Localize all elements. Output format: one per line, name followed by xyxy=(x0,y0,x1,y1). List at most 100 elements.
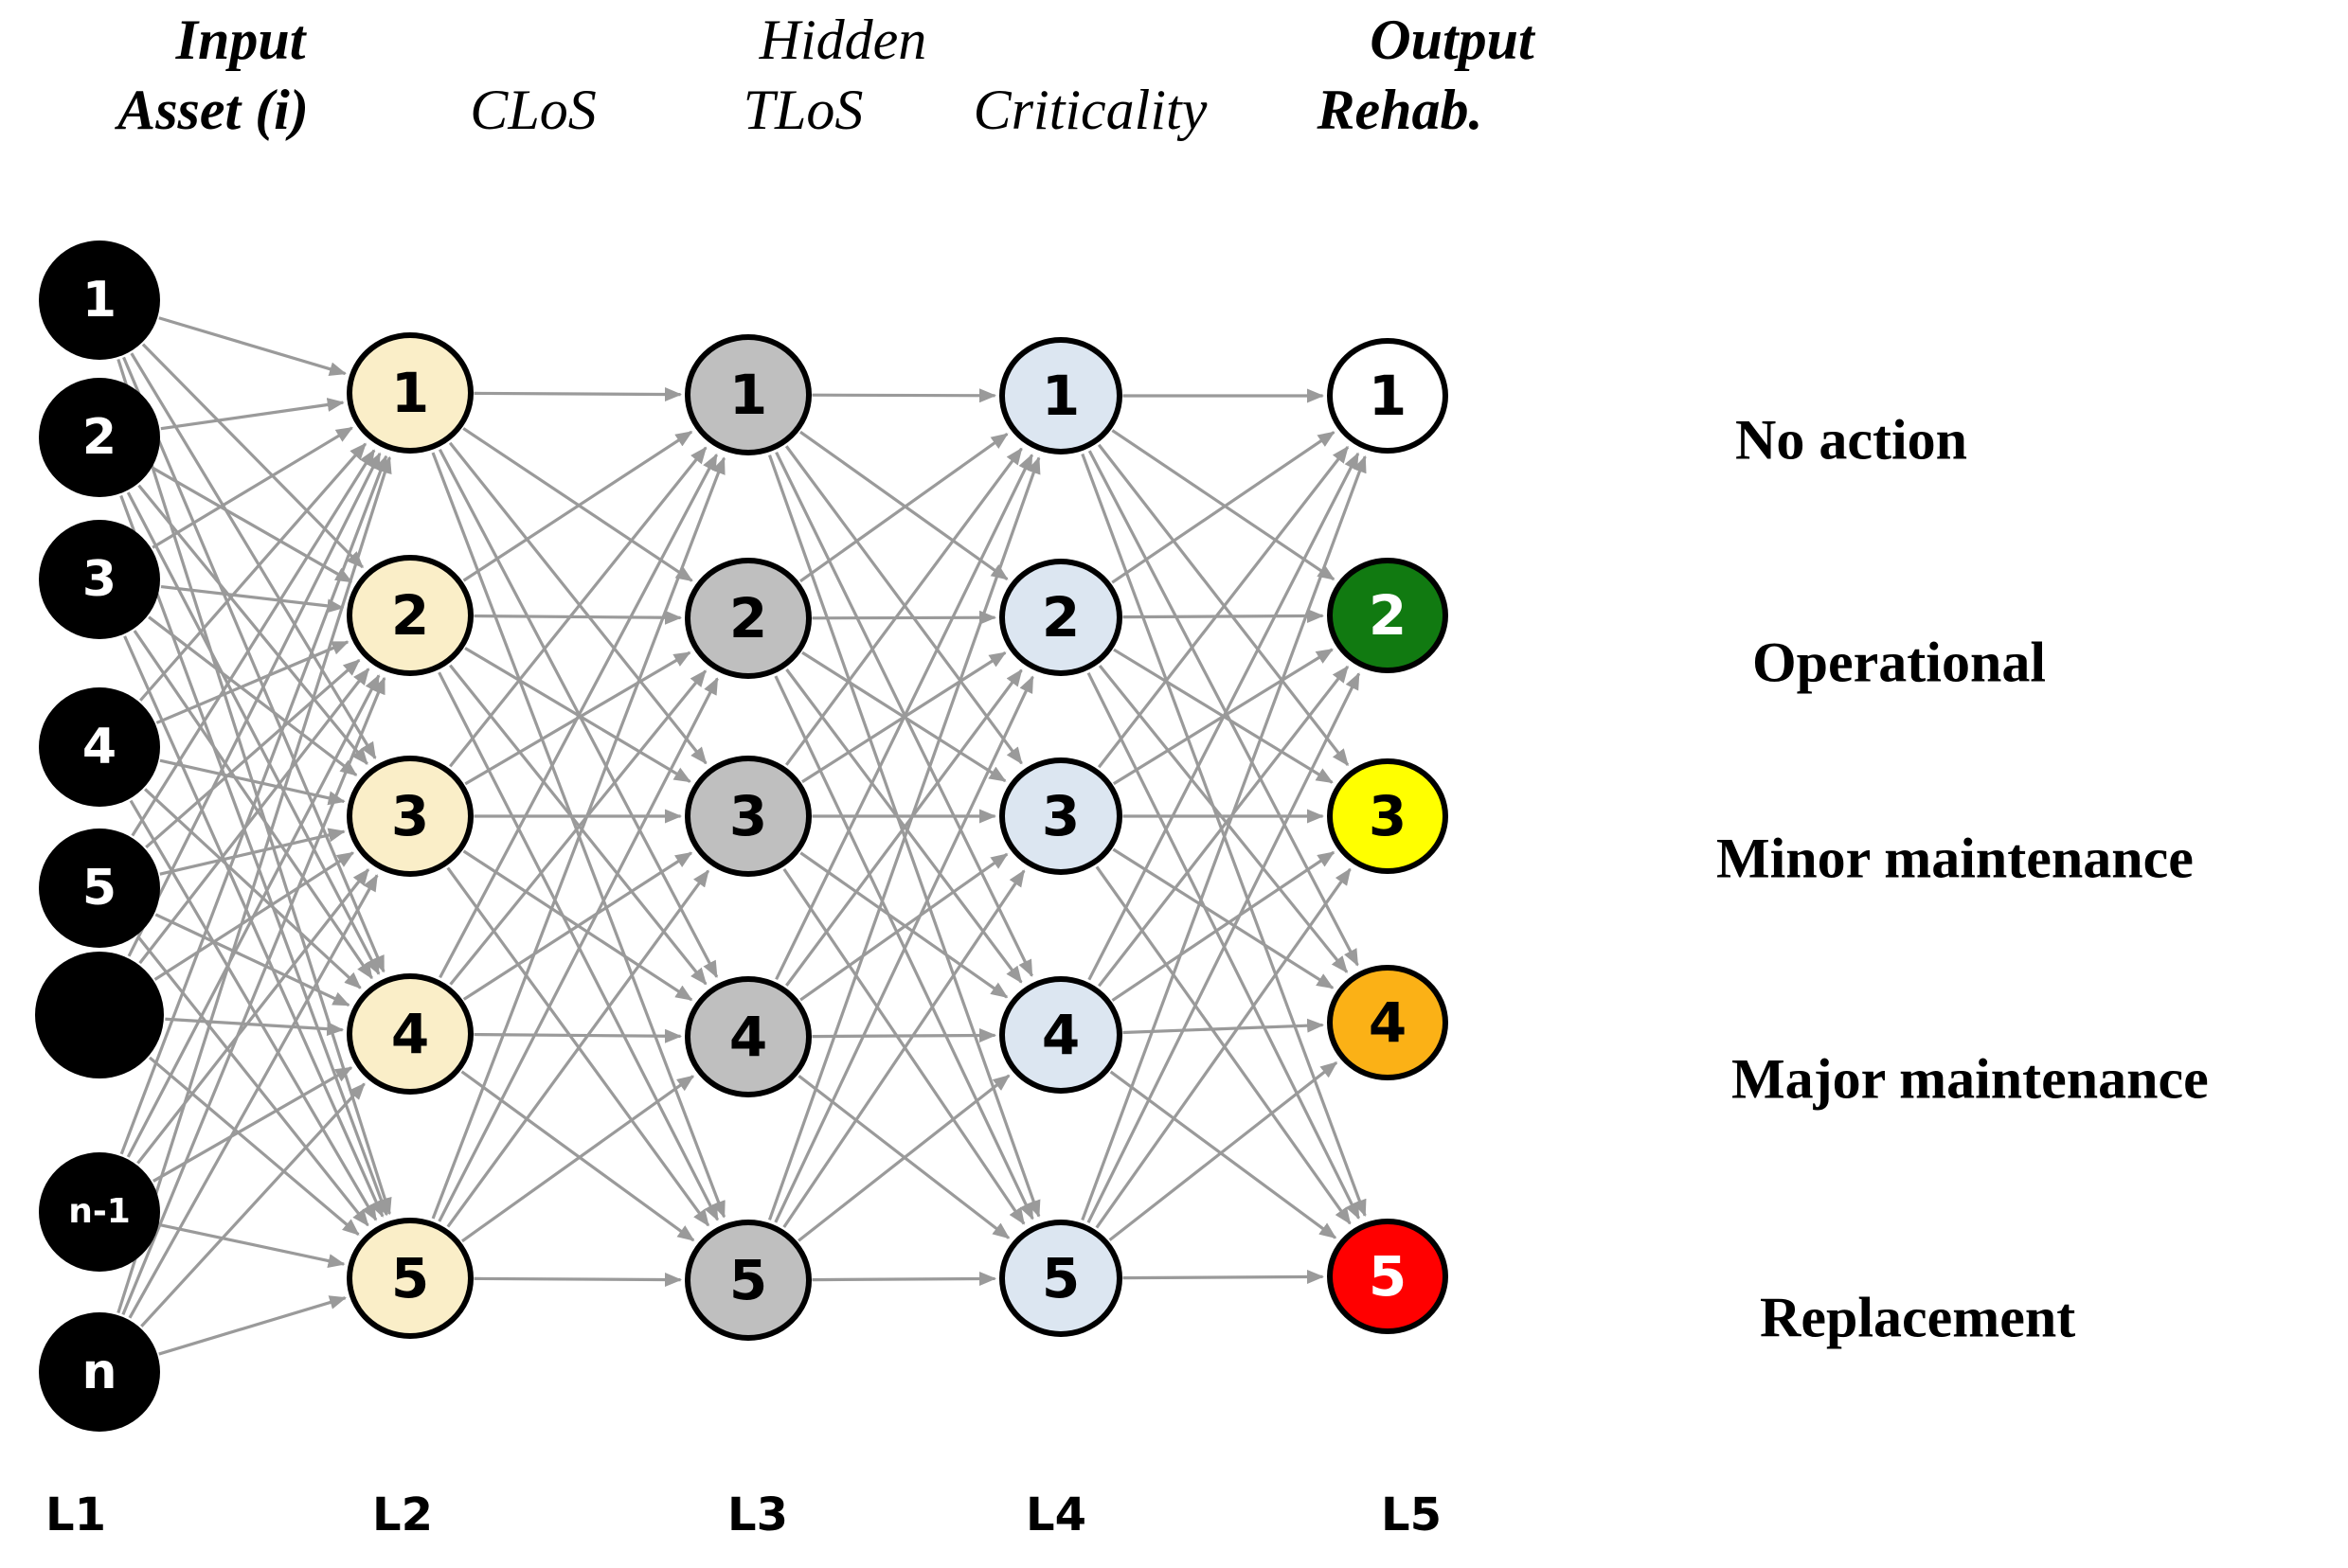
edge-L1-L2 xyxy=(148,615,358,776)
header-input: Input xyxy=(175,9,306,71)
output-action-label-4: Major maintenance xyxy=(1731,1047,2209,1111)
edge-L1-L2 xyxy=(158,316,347,376)
edge-L1-L2 xyxy=(136,868,370,1165)
layer-label-l3: L3 xyxy=(727,1488,788,1541)
edge-L1-L2 xyxy=(155,640,350,724)
node-l4-1: 1 xyxy=(999,337,1122,454)
edge-L4-L5 xyxy=(1122,608,1325,623)
layer-label-l4: L4 xyxy=(1026,1488,1086,1541)
node-l5-4: 4 xyxy=(1327,965,1448,1080)
node-l1-n-1: n-1 xyxy=(39,1152,160,1272)
edge-L2-L3 xyxy=(438,671,720,1221)
edge-L2-L3 xyxy=(431,456,726,1220)
edge-L1-L2 xyxy=(152,426,353,549)
edge-L3-L4 xyxy=(812,1272,997,1287)
node-l4-2: 2 xyxy=(999,559,1122,676)
edge-L1-L2 xyxy=(131,449,376,837)
edge-L3-L4 xyxy=(782,869,1026,1228)
layer-label-l1: L1 xyxy=(45,1488,106,1541)
edge-L3-L4 xyxy=(799,852,1009,1002)
edge-L2-L3 xyxy=(462,851,693,1001)
output-action-label-2: Operational xyxy=(1752,631,2046,694)
edge-L4-L5 xyxy=(1098,664,1349,973)
edge-L4-L5 xyxy=(1097,665,1350,988)
edge-L4-L5 xyxy=(1111,429,1335,581)
node-l3-3: 3 xyxy=(685,756,812,877)
edge-L2-L3 xyxy=(439,453,718,979)
edge-L1-L2 xyxy=(123,635,385,1219)
edge-L1-L2 xyxy=(138,442,367,702)
edge-L1-L2 xyxy=(119,454,388,1155)
edge-L3-L4 xyxy=(812,1028,997,1043)
layer-label-l5: L5 xyxy=(1381,1488,1442,1541)
header-tlos: TLoS xyxy=(743,79,864,141)
edge-L1-L2 xyxy=(165,1017,345,1037)
node-l2-3: 3 xyxy=(347,756,474,877)
node-l1-5: 5 xyxy=(39,829,160,948)
edge-L3-L4 xyxy=(774,675,1034,1223)
edge-L2-L3 xyxy=(448,446,708,768)
output-action-label-5: Replacement xyxy=(1760,1286,2076,1349)
node-l5-5: 5 xyxy=(1327,1219,1448,1334)
edge-L2-L3 xyxy=(474,387,683,402)
edge-L1-L2 xyxy=(126,491,381,975)
edge-L2-L3 xyxy=(460,1075,695,1243)
edge-L1-L2 xyxy=(145,658,361,848)
edge-L3-L4 xyxy=(799,430,1009,580)
edge-L2-L3 xyxy=(438,677,719,1222)
edge-L4-L5 xyxy=(1095,865,1352,1225)
node-l1-2: 2 xyxy=(39,378,160,497)
edge-L4-L5 xyxy=(1097,445,1350,769)
node-l4-3: 3 xyxy=(999,757,1122,875)
node-l5-2: 2 xyxy=(1327,558,1448,673)
header-hidden: Hidden xyxy=(759,9,927,71)
edge-L1-L2 xyxy=(148,1056,360,1236)
edge-L3-L4 xyxy=(812,388,997,403)
output-action-label-3: Minor maintenance xyxy=(1716,827,2194,890)
edge-L1-L2 xyxy=(159,758,346,806)
output-action-label-1: No action xyxy=(1735,408,1967,472)
node-l4-4: 4 xyxy=(999,976,1122,1094)
edge-L1-L2 xyxy=(159,828,346,876)
node-l2-1: 1 xyxy=(347,332,474,454)
node-l1-4: 4 xyxy=(39,687,160,807)
edge-L1-L2 xyxy=(128,874,379,1319)
edge-L1-L2 xyxy=(138,668,370,965)
edge-L1-L2 xyxy=(158,1295,347,1356)
edge-L1-L2 xyxy=(121,676,386,1316)
node-l2-4: 4 xyxy=(347,973,474,1095)
edge-L3-L4 xyxy=(799,433,1009,583)
edge-L1-L2 xyxy=(130,352,377,760)
edge-L1-L2 xyxy=(160,584,345,614)
node-l2-2: 2 xyxy=(347,555,474,676)
edge-L3-L4 xyxy=(812,610,997,625)
node-l1-blank xyxy=(35,952,164,1078)
edge-L1-L2 xyxy=(126,674,381,1158)
node-l1-3: 3 xyxy=(39,520,160,639)
header-rehab: Rehab. xyxy=(1317,79,1483,141)
node-l5-1: 1 xyxy=(1327,338,1448,454)
edge-L1-L2 xyxy=(160,398,345,431)
edge-L1-L2 xyxy=(154,913,350,1007)
edge-L4-L5 xyxy=(1122,1018,1325,1035)
node-l2-5: 5 xyxy=(347,1218,474,1339)
node-l4-5: 5 xyxy=(999,1220,1122,1337)
edge-L1-L2 xyxy=(127,452,382,957)
node-l1-1: 1 xyxy=(39,241,160,360)
edge-L1-L2 xyxy=(136,935,369,1227)
node-l3-5: 5 xyxy=(685,1220,812,1341)
edge-L4-L5 xyxy=(1108,1060,1338,1241)
header-output: Output xyxy=(1370,9,1534,71)
edge-L2-L3 xyxy=(448,441,708,765)
edge-L2-L3 xyxy=(474,1273,683,1288)
node-l5-3: 3 xyxy=(1327,758,1448,874)
edge-L4-L5 xyxy=(1081,454,1367,1221)
edge-L3-L4 xyxy=(798,1074,1011,1242)
edge-L4-L5 xyxy=(1122,1269,1325,1284)
edge-L1-L2 xyxy=(141,343,364,569)
edge-L4-L5 xyxy=(1112,847,1335,989)
edge-L1-L2 xyxy=(137,484,368,765)
edge-L2-L3 xyxy=(462,430,693,582)
edge-L4-L5 xyxy=(1086,672,1361,1223)
